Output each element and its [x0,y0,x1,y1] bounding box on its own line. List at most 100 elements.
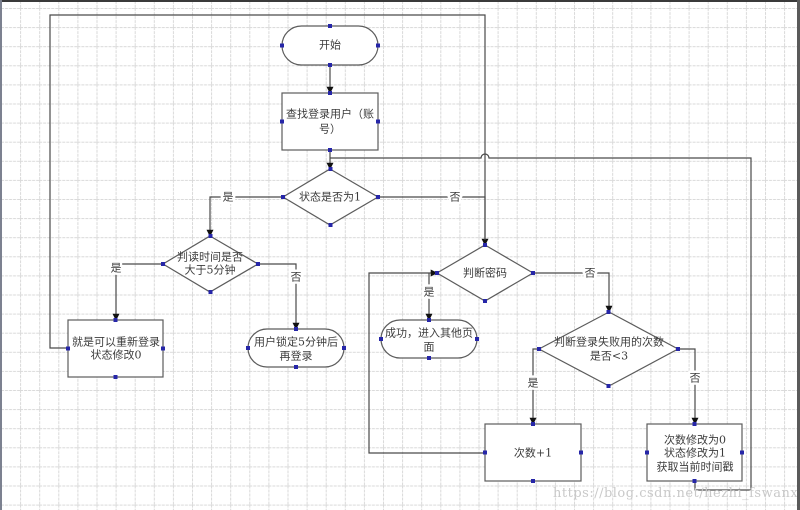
node-check-password: 判断密码 [435,244,535,302]
process-shape [281,92,379,151]
node-label: 次数修改为0 [664,433,726,447]
node-find-user: 查找登录用户（账 号） [281,92,379,151]
edge-label-failures-no: 否 [690,372,701,385]
connection-point [208,234,213,238]
connection-point [281,195,285,199]
window-left-border [0,0,2,510]
watermark-text: https://blog.csdn.net/hezhi_fswanxj [553,486,800,501]
node-label: 判读时间是否 [177,250,243,264]
node-label: 就是可以重新登录 [72,335,160,349]
connection-point [294,365,298,369]
node-label: 大于5分钟 [185,263,236,277]
window-right-border [797,0,800,510]
node-lock-update: 次数修改为0 状态修改为1 获取当前时间戳 [646,423,743,482]
connection-point [161,346,165,351]
node-label: 用户锁定5分钟后 [254,335,338,349]
connection-point [483,450,487,455]
connection-point [692,479,697,483]
node-label: 开始 [319,38,341,52]
connection-point [328,91,332,95]
node-check-time: 判读时间是否 大于5分钟 [161,235,260,293]
connection-point [379,337,383,341]
edge-failures-no [678,348,699,425]
connection-point [328,24,332,28]
connection-point [328,223,333,227]
connection-point [376,43,380,48]
connection-point [531,271,535,275]
connection-point [606,310,611,314]
process-shape [484,423,582,482]
connection-point [531,479,535,483]
edges [49,14,752,491]
node-label: 次数+1 [514,446,552,460]
connection-point [376,195,380,199]
connection-point [676,347,680,351]
connection-point [483,243,487,247]
connection-point [606,384,611,388]
node-label: 成功，进入其他页 [385,327,473,340]
node-locked: 用户锁定5分钟后 再登录 [247,328,345,368]
node-label: 获取当前时间戳 [657,460,734,474]
connection-point [537,347,541,351]
connection-point [692,422,697,426]
edge-label-password-no: 否 [585,267,596,280]
node-reset-login: 就是可以重新登录 状态修改0 [67,319,164,378]
edge-time-no [258,263,300,330]
connection-point [161,262,165,266]
node-increment: 次数+1 [484,423,582,482]
process-shape [67,319,164,378]
node-label: 号） [319,123,341,136]
connection-point [66,346,70,351]
edge-label-password-yes: 是 [424,286,435,299]
connection-point [208,290,213,294]
connection-point [475,337,479,341]
node-label: 面 [424,341,435,354]
edge-label-status-no: 否 [450,191,461,204]
edge-lock-update-to-status [330,153,752,491]
connection-point [531,422,535,426]
connection-point [342,346,346,350]
node-label: 状态修改为1 [664,446,726,460]
connection-point [328,148,332,152]
connection-point [246,346,250,350]
edge-label-time-yes: 是 [111,262,122,275]
connection-point [376,119,380,124]
node-start: 开始 [281,25,379,66]
connection-point [280,43,284,48]
node-label: 状态修改0 [91,348,142,362]
node-label: 状态是否为1 [299,190,361,204]
connection-point [740,450,744,455]
connection-point [113,318,118,322]
edge-labels: 是 否 是 否 是 否 是 否 [108,188,703,392]
connection-point [579,450,583,455]
connection-point [113,375,118,379]
connection-point [280,119,284,124]
node-label: 查找登录用户（账 [286,107,374,121]
edge-label-failures-yes: 是 [528,377,539,390]
connection-point [294,327,298,331]
edge-time-yes [112,263,163,321]
edge-label-status-yes: 是 [223,191,234,204]
connection-point [427,318,431,322]
connection-point [435,271,439,275]
node-label: 是否<3 [590,350,628,363]
connection-point [427,356,431,360]
connection-points [66,24,744,483]
node-success: 成功，进入其他页 面 [380,319,478,359]
window-top-border [0,0,800,2]
connection-point [328,167,333,171]
connection-point [328,63,332,67]
node-label: 判断登录失败用的次数 [554,335,664,349]
connection-point [645,450,649,455]
edge-status-yes [206,196,283,237]
edge-password-no [533,272,613,313]
connection-point [256,262,260,266]
node-check-failures: 判断登录失败用的次数 是否<3 [537,311,680,387]
node-label: 判断密码 [463,266,507,280]
edge-reset-to-password [49,14,486,349]
node-label: 再登录 [280,349,313,363]
connection-point [483,299,487,303]
edge-label-time-no: 否 [291,271,302,284]
